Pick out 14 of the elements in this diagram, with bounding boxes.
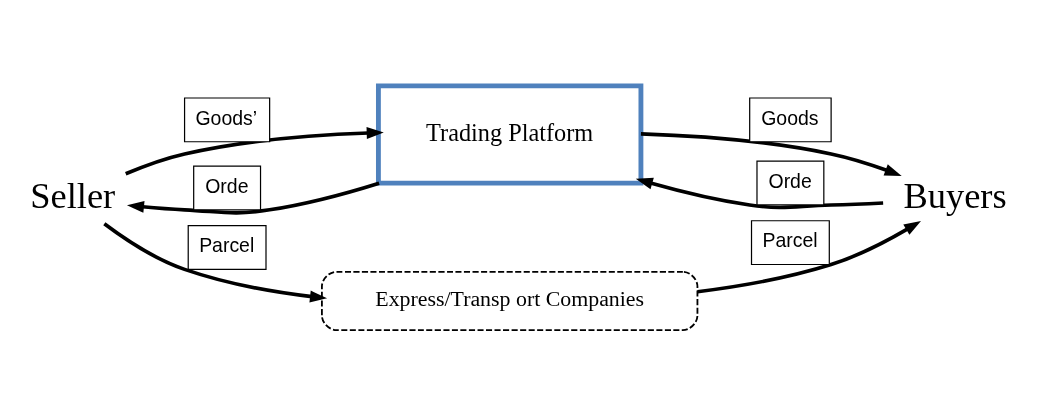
arrow [635,177,884,210]
edge-label: Goods’ [195,106,258,129]
arrow [640,132,902,176]
edge-label: Orde [768,169,812,192]
arrow [126,181,380,215]
edge-label: Parcel [199,234,255,257]
arrow [125,127,384,176]
edge-label: Parcel [762,229,818,252]
node-text: Buyers [903,176,1007,216]
edge-label: Orde [205,174,249,197]
node-text: Seller [30,176,116,216]
node-box: Express/Transp ort Companies [321,270,699,332]
edge-label: Goods [761,106,819,129]
node-box: Trading Platform [376,83,644,186]
